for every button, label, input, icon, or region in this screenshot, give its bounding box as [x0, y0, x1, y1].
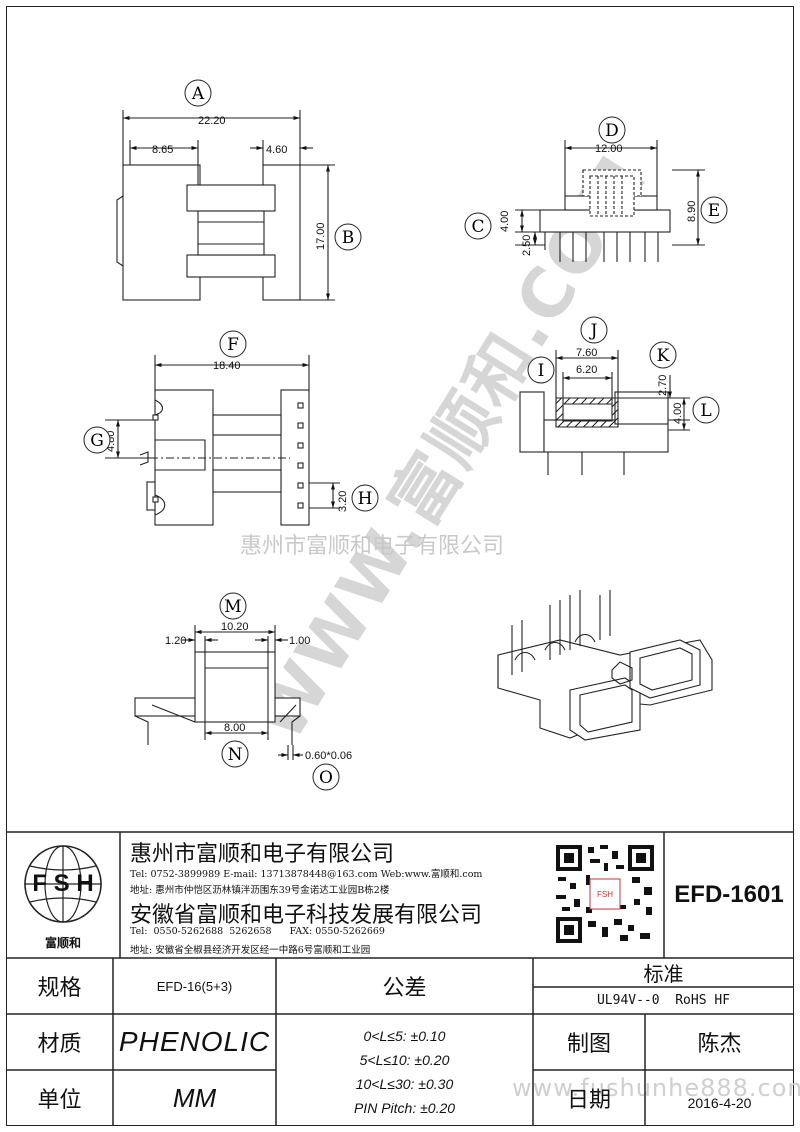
- callout-J: J: [580, 316, 608, 344]
- isometric-view: [497, 590, 713, 741]
- watermark-center: 惠州市富顺和电子有限公司: [240, 534, 505, 559]
- date-value: 2016-4-20: [687, 1095, 752, 1111]
- svg-text:N: N: [228, 745, 243, 765]
- svg-text:FSH: FSH: [597, 890, 613, 899]
- svg-text:E: E: [708, 201, 720, 221]
- svg-text:F: F: [227, 335, 239, 355]
- tolerance-list: 0<L≤5: ±0.10 5<L≤10: ±0.20 10<L≤30: ±0.3…: [276, 1024, 533, 1120]
- dim-J-inner: 6.20: [576, 364, 597, 376]
- standard-value: UL94V--0 RoHS HF: [596, 993, 731, 1008]
- company1-contact: Tel: 0752-3899989 E-mail: 13713878448@16…: [130, 869, 483, 880]
- material-label: 材质: [37, 1032, 82, 1057]
- dim-a-left: 8.65: [152, 144, 173, 156]
- unit-label: 单位: [37, 1088, 82, 1113]
- tolerance-row-3: 10<L≤30: ±0.30: [355, 1076, 454, 1092]
- tolerance-row-1: 0<L≤5: ±0.10: [363, 1028, 446, 1044]
- svg-text:H: H: [358, 489, 373, 509]
- bottom-view: [134, 625, 303, 760]
- standard-label: 标准: [643, 962, 684, 986]
- qr-code-icon: FSH: [554, 843, 656, 945]
- company1-address: 地址: 惠州市仲恺区沥林镇泮沥围东39号金诺达工业园B栋2楼: [130, 885, 390, 896]
- callout-G: G: [83, 426, 111, 454]
- spec-value: EFD-16(5+3): [156, 978, 233, 994]
- svg-text:K: K: [657, 346, 670, 366]
- dim-A: 22.20: [198, 115, 226, 127]
- side-view: [105, 355, 340, 526]
- dim-a-right: 4.60: [266, 144, 287, 156]
- date-label: 日期: [566, 1088, 611, 1113]
- front-view: [515, 140, 705, 262]
- dim-K: 2.70: [657, 375, 669, 396]
- dim-m-left: 1.20: [165, 635, 186, 647]
- callout-C: C: [464, 212, 492, 240]
- callout-A: A: [184, 79, 212, 107]
- logo-caption: 富顺和: [44, 936, 81, 950]
- dim-J-outer: 7.60: [576, 347, 597, 359]
- tolerance-row-4: PIN Pitch: ±0.20: [353, 1100, 456, 1116]
- svg-text:M: M: [224, 597, 241, 617]
- callout-H: H: [351, 484, 379, 512]
- callout-N: N: [221, 740, 249, 768]
- company-logo: F S H 富顺和: [14, 840, 112, 954]
- dim-B: 17.00: [315, 222, 327, 250]
- svg-text:G: G: [90, 431, 104, 451]
- callout-B: B: [334, 223, 362, 251]
- company2-name: 安徽省富顺和电子科技发展有限公司: [130, 903, 483, 928]
- svg-text:A: A: [191, 84, 205, 104]
- section-view: [519, 350, 690, 475]
- callouts: A B C D E F G H I J K L M N O: [83, 79, 728, 791]
- dim-N: 8.00: [224, 722, 245, 734]
- svg-text:I: I: [538, 361, 545, 381]
- company2-contact: Tel: 0550-5262688 5262658 FAX: 0550-5262…: [130, 926, 385, 937]
- callout-D: D: [598, 116, 626, 144]
- callout-K: K: [649, 341, 677, 369]
- callout-O: O: [312, 763, 340, 791]
- technical-drawing: 22.20 8.65 4.60 17.00 12.00 8.90 4.00 2.…: [83, 79, 728, 791]
- watermark-bottom: www.fushunhe888.com: [512, 1074, 800, 1102]
- dim-M: 10.20: [221, 621, 249, 633]
- tolerance-label: 公差: [382, 976, 427, 1001]
- svg-text:B: B: [342, 228, 355, 248]
- svg-text:D: D: [605, 121, 619, 141]
- logo-letters: F S H: [32, 870, 94, 897]
- dim-E: 8.90: [686, 201, 698, 222]
- globe-icon: [24, 845, 102, 923]
- svg-text:L: L: [700, 401, 711, 421]
- company1-name: 惠州市富顺和电子有限公司: [130, 842, 395, 867]
- svg-text:O: O: [319, 768, 333, 788]
- dim-C: 4.00: [499, 211, 511, 232]
- dim-O: 0.60*0.06: [305, 750, 352, 762]
- drawn-label: 制图: [566, 1032, 611, 1057]
- svg-text:J: J: [589, 321, 598, 341]
- tolerance-row-2: 5<L≤10: ±0.20: [359, 1052, 450, 1068]
- dim-L: 4.00: [672, 403, 684, 424]
- top-view: [116, 110, 335, 301]
- spec-label: 规格: [37, 976, 82, 1001]
- material-value: PHENOLIC: [118, 1026, 271, 1057]
- callout-M: M: [219, 592, 247, 620]
- drawn-value: 陈杰: [697, 1032, 742, 1057]
- part-number: EFD-1601: [674, 881, 784, 908]
- dim-H: 3.20: [337, 491, 349, 512]
- callout-E: E: [700, 196, 728, 224]
- svg-text:C: C: [471, 217, 484, 237]
- drawing-frame: [6, 6, 794, 1126]
- callout-L: L: [692, 396, 720, 424]
- dimension-labels: 22.20 8.65 4.60 17.00 12.00 8.90 4.00 2.…: [105, 115, 698, 762]
- dim-C2: 2.50: [521, 235, 533, 256]
- unit-value: MM: [172, 1082, 217, 1113]
- callout-I: I: [527, 356, 555, 384]
- company2-address: 地址: 安徽省全椒县经济开发区经一中路6号富顺和工业园: [130, 945, 371, 956]
- dim-m-right: 1.00: [289, 635, 310, 647]
- dim-D: 12.00: [595, 143, 623, 155]
- callout-F: F: [219, 330, 247, 358]
- dim-F: 18.40: [213, 360, 241, 372]
